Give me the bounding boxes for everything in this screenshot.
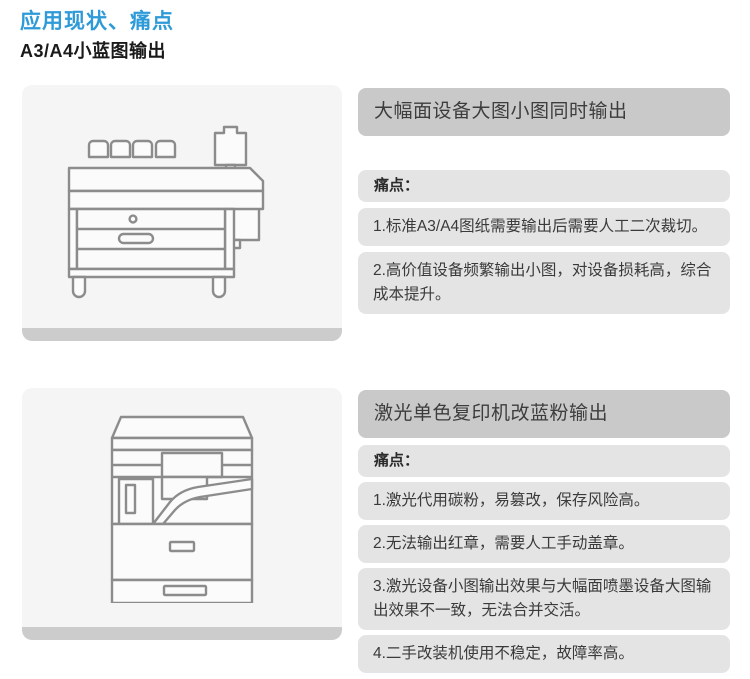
pain-point-item: 2.高价值设备频繁输出小图，对设备损耗高，综合成本提升。 [358, 252, 730, 314]
info-column: 激光单色复印机改蓝粉输出 痛点： 1.激光代用碳粉，易篡改，保存风险高。 2.无… [358, 390, 730, 678]
wide-format-inkjet-printer-icon [67, 125, 265, 298]
info-column: 大幅面设备大图小图同时输出 痛点： 1.标准A3/A4图纸需要输出后需要人工二次… [358, 88, 730, 320]
illustration-card [22, 388, 342, 640]
illustration-card [22, 85, 342, 341]
panel-title: 大幅面设备大图小图同时输出 [358, 88, 730, 136]
pain-points-label: 痛点： [358, 445, 730, 477]
pain-point-item: 2.无法输出红章，需要人工手动盖章。 [358, 525, 730, 563]
illustration-base-shadow [22, 328, 342, 341]
section-laser-copier: 激光单色复印机改蓝粉输出 痛点： 1.激光代用碳粉，易篡改，保存风险高。 2.无… [0, 388, 750, 673]
illustration-stage [22, 85, 342, 328]
illustration-stage [22, 388, 342, 627]
page-title: 应用现状、痛点 [20, 10, 174, 33]
laser-copier-icon [110, 415, 254, 603]
page-subtitle: A3/A4小蓝图输出 [20, 41, 167, 61]
section-wide-format-printer: 大幅面设备大图小图同时输出 痛点： 1.标准A3/A4图纸需要输出后需要人工二次… [0, 85, 750, 341]
page-header: 应用现状、痛点 A3/A4小蓝图输出 [20, 8, 420, 64]
pain-point-item: 4.二手改装机使用不稳定，故障率高。 [358, 635, 730, 673]
pain-point-item: 1.激光代用碳粉，易篡改，保存风险高。 [358, 482, 730, 520]
pain-points-label: 痛点： [358, 170, 730, 202]
illustration-base-shadow [22, 627, 342, 640]
pain-point-item: 1.标准A3/A4图纸需要输出后需要人工二次裁切。 [358, 208, 730, 246]
panel-title: 激光单色复印机改蓝粉输出 [358, 390, 730, 438]
pain-points-list: 1.激光代用碳粉，易篡改，保存风险高。 2.无法输出红章，需要人工手动盖章。 3… [358, 482, 730, 673]
pain-point-item: 3.激光设备小图输出效果与大幅面喷墨设备大图输出效果不一致，无法合并交活。 [358, 568, 730, 630]
pain-points-list: 1.标准A3/A4图纸需要输出后需要人工二次裁切。 2.高价值设备频繁输出小图，… [358, 208, 730, 314]
